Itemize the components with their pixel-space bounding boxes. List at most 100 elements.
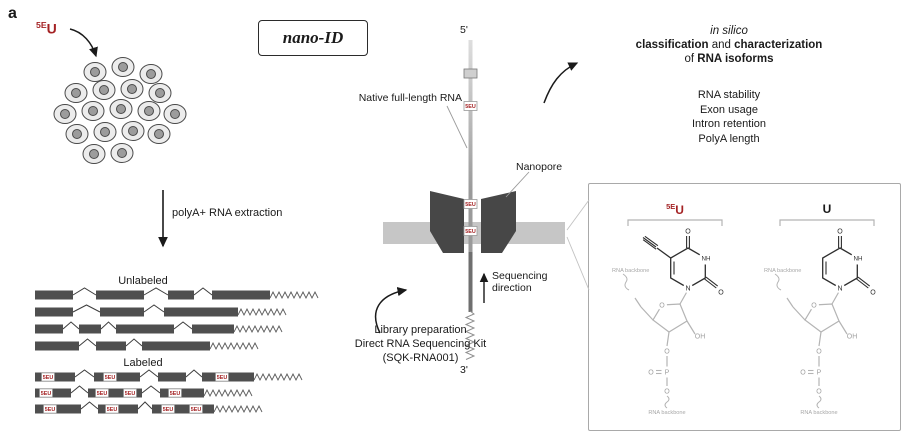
atom-p: P [817, 370, 822, 377]
transcript-row [35, 321, 283, 334]
backbone-squiggle [664, 395, 670, 409]
rna-backbone-label: RNA backbone [648, 410, 685, 416]
eu-mark: 5EU [107, 407, 118, 413]
cell [93, 122, 117, 142]
polya-tail [269, 290, 319, 300]
exon [35, 404, 81, 414]
native-rna-label: Native full-length RNA [358, 92, 462, 104]
eu-bead [463, 199, 478, 209]
chem-5eu-base: U [675, 203, 684, 217]
ethynyl-bond [656, 247, 672, 259]
eu-mark-box [39, 388, 53, 398]
rna-strand-upper [468, 40, 473, 192]
nanopore-label: Nanopore [516, 161, 563, 173]
eu-bead-label: 5EU [465, 104, 476, 110]
exon [152, 404, 214, 414]
atom-o: O [811, 302, 817, 309]
eu-mark-box [161, 404, 175, 414]
eu-mark-box [41, 372, 55, 382]
unlabeled-transcripts [35, 287, 319, 351]
insilico-and: and [708, 39, 735, 51]
atom-oh: OH [847, 334, 858, 341]
exon [164, 307, 238, 317]
eu-mark: 5EU [191, 407, 202, 413]
cell [139, 64, 163, 84]
eu-bead-label: 5EU [465, 202, 476, 208]
labeled-transcripts: 5EU 5EU 5EU 5EU 5EU 5EU 5EU [35, 369, 303, 414]
exon [160, 388, 204, 398]
eu-tag-superscript: 5E [36, 20, 47, 30]
cell [92, 80, 116, 100]
eu-bead [463, 226, 478, 236]
nano-id-title-box: nano-ID [258, 20, 368, 56]
atom-o: O [837, 229, 843, 236]
eu-mark: 5EU [45, 407, 56, 413]
eu-tag-base: U [46, 20, 57, 37]
callout-line-top [566, 199, 590, 231]
exon [79, 324, 101, 334]
library-to-strand-arrow [374, 287, 408, 334]
rna-backbone-label: RNA backbone [764, 268, 801, 274]
transcript-row: 5EU 5EU 5EU 5EU [35, 385, 253, 398]
nanopore-leader-line [505, 171, 530, 198]
output-item: RNA stability [697, 89, 761, 101]
atom-nh: NH [702, 255, 711, 262]
atom-n: N [685, 286, 690, 293]
cell [81, 101, 105, 121]
eu-to-cells-arrow [69, 28, 98, 58]
atom-o: O [800, 370, 806, 377]
atom-o: O [685, 229, 691, 236]
cell [121, 121, 145, 141]
exon [35, 290, 73, 300]
rna-strand: 5EU 5EU 5EU [463, 40, 478, 360]
atom-o: O [659, 302, 665, 309]
polya-tail [213, 404, 263, 414]
cell [110, 143, 134, 163]
labeled-heading: Labeled [123, 357, 163, 369]
insilico-classification: classification [635, 39, 709, 51]
transcript-row [35, 287, 319, 300]
atom-o: O [816, 349, 822, 356]
exon [35, 307, 73, 317]
strand-to-insilico-arrow [543, 62, 579, 104]
exon [192, 324, 234, 334]
transcript-row [35, 304, 287, 317]
atom-o: O [816, 388, 822, 395]
eu-mark: 5EU [105, 375, 116, 381]
cell [163, 104, 187, 124]
cell-cluster [53, 57, 187, 164]
rna-backbone-label: RNA backbone [612, 268, 649, 274]
sequencing-direction-line1: Sequencing [492, 270, 548, 282]
chem-5eu-superscript: 5E [666, 202, 676, 211]
eu-mark: 5EU [97, 391, 108, 397]
atom-o: O [870, 290, 876, 297]
output-item: Intron retention [692, 118, 766, 130]
library-prep-line2: Direct RNA Sequencing Kit [354, 338, 487, 350]
eu-mark: 5EU [170, 391, 181, 397]
callout-line-bottom [566, 236, 590, 291]
eu-mark: 5EU [125, 391, 136, 397]
atom-o: O [648, 370, 654, 377]
eu-bead-label: 5EU [465, 229, 476, 235]
cell [64, 83, 88, 103]
cell [83, 62, 107, 82]
insilico-line1: in silico [710, 25, 748, 37]
nanopore-left-half [430, 191, 464, 253]
insilico-line2: classification and characterization [598, 38, 860, 52]
insilico-of: of [684, 53, 698, 65]
exon [96, 341, 126, 351]
eu-mark-box [189, 404, 203, 414]
exon [212, 290, 270, 300]
eu-bead [463, 101, 478, 111]
insilico-rna-isoforms: RNA isoforms [697, 53, 774, 65]
exon [35, 388, 71, 398]
exon [96, 290, 144, 300]
eu-mark: 5EU [163, 407, 174, 413]
chem-structure-u: O O NH N O OH O P O O RNA backbone RNA b… [764, 219, 876, 416]
cell [148, 83, 172, 103]
exon [116, 324, 174, 334]
library-prep-label: Library preparation Direct RNA Sequencin… [328, 323, 513, 365]
atom-o: O [664, 388, 670, 395]
